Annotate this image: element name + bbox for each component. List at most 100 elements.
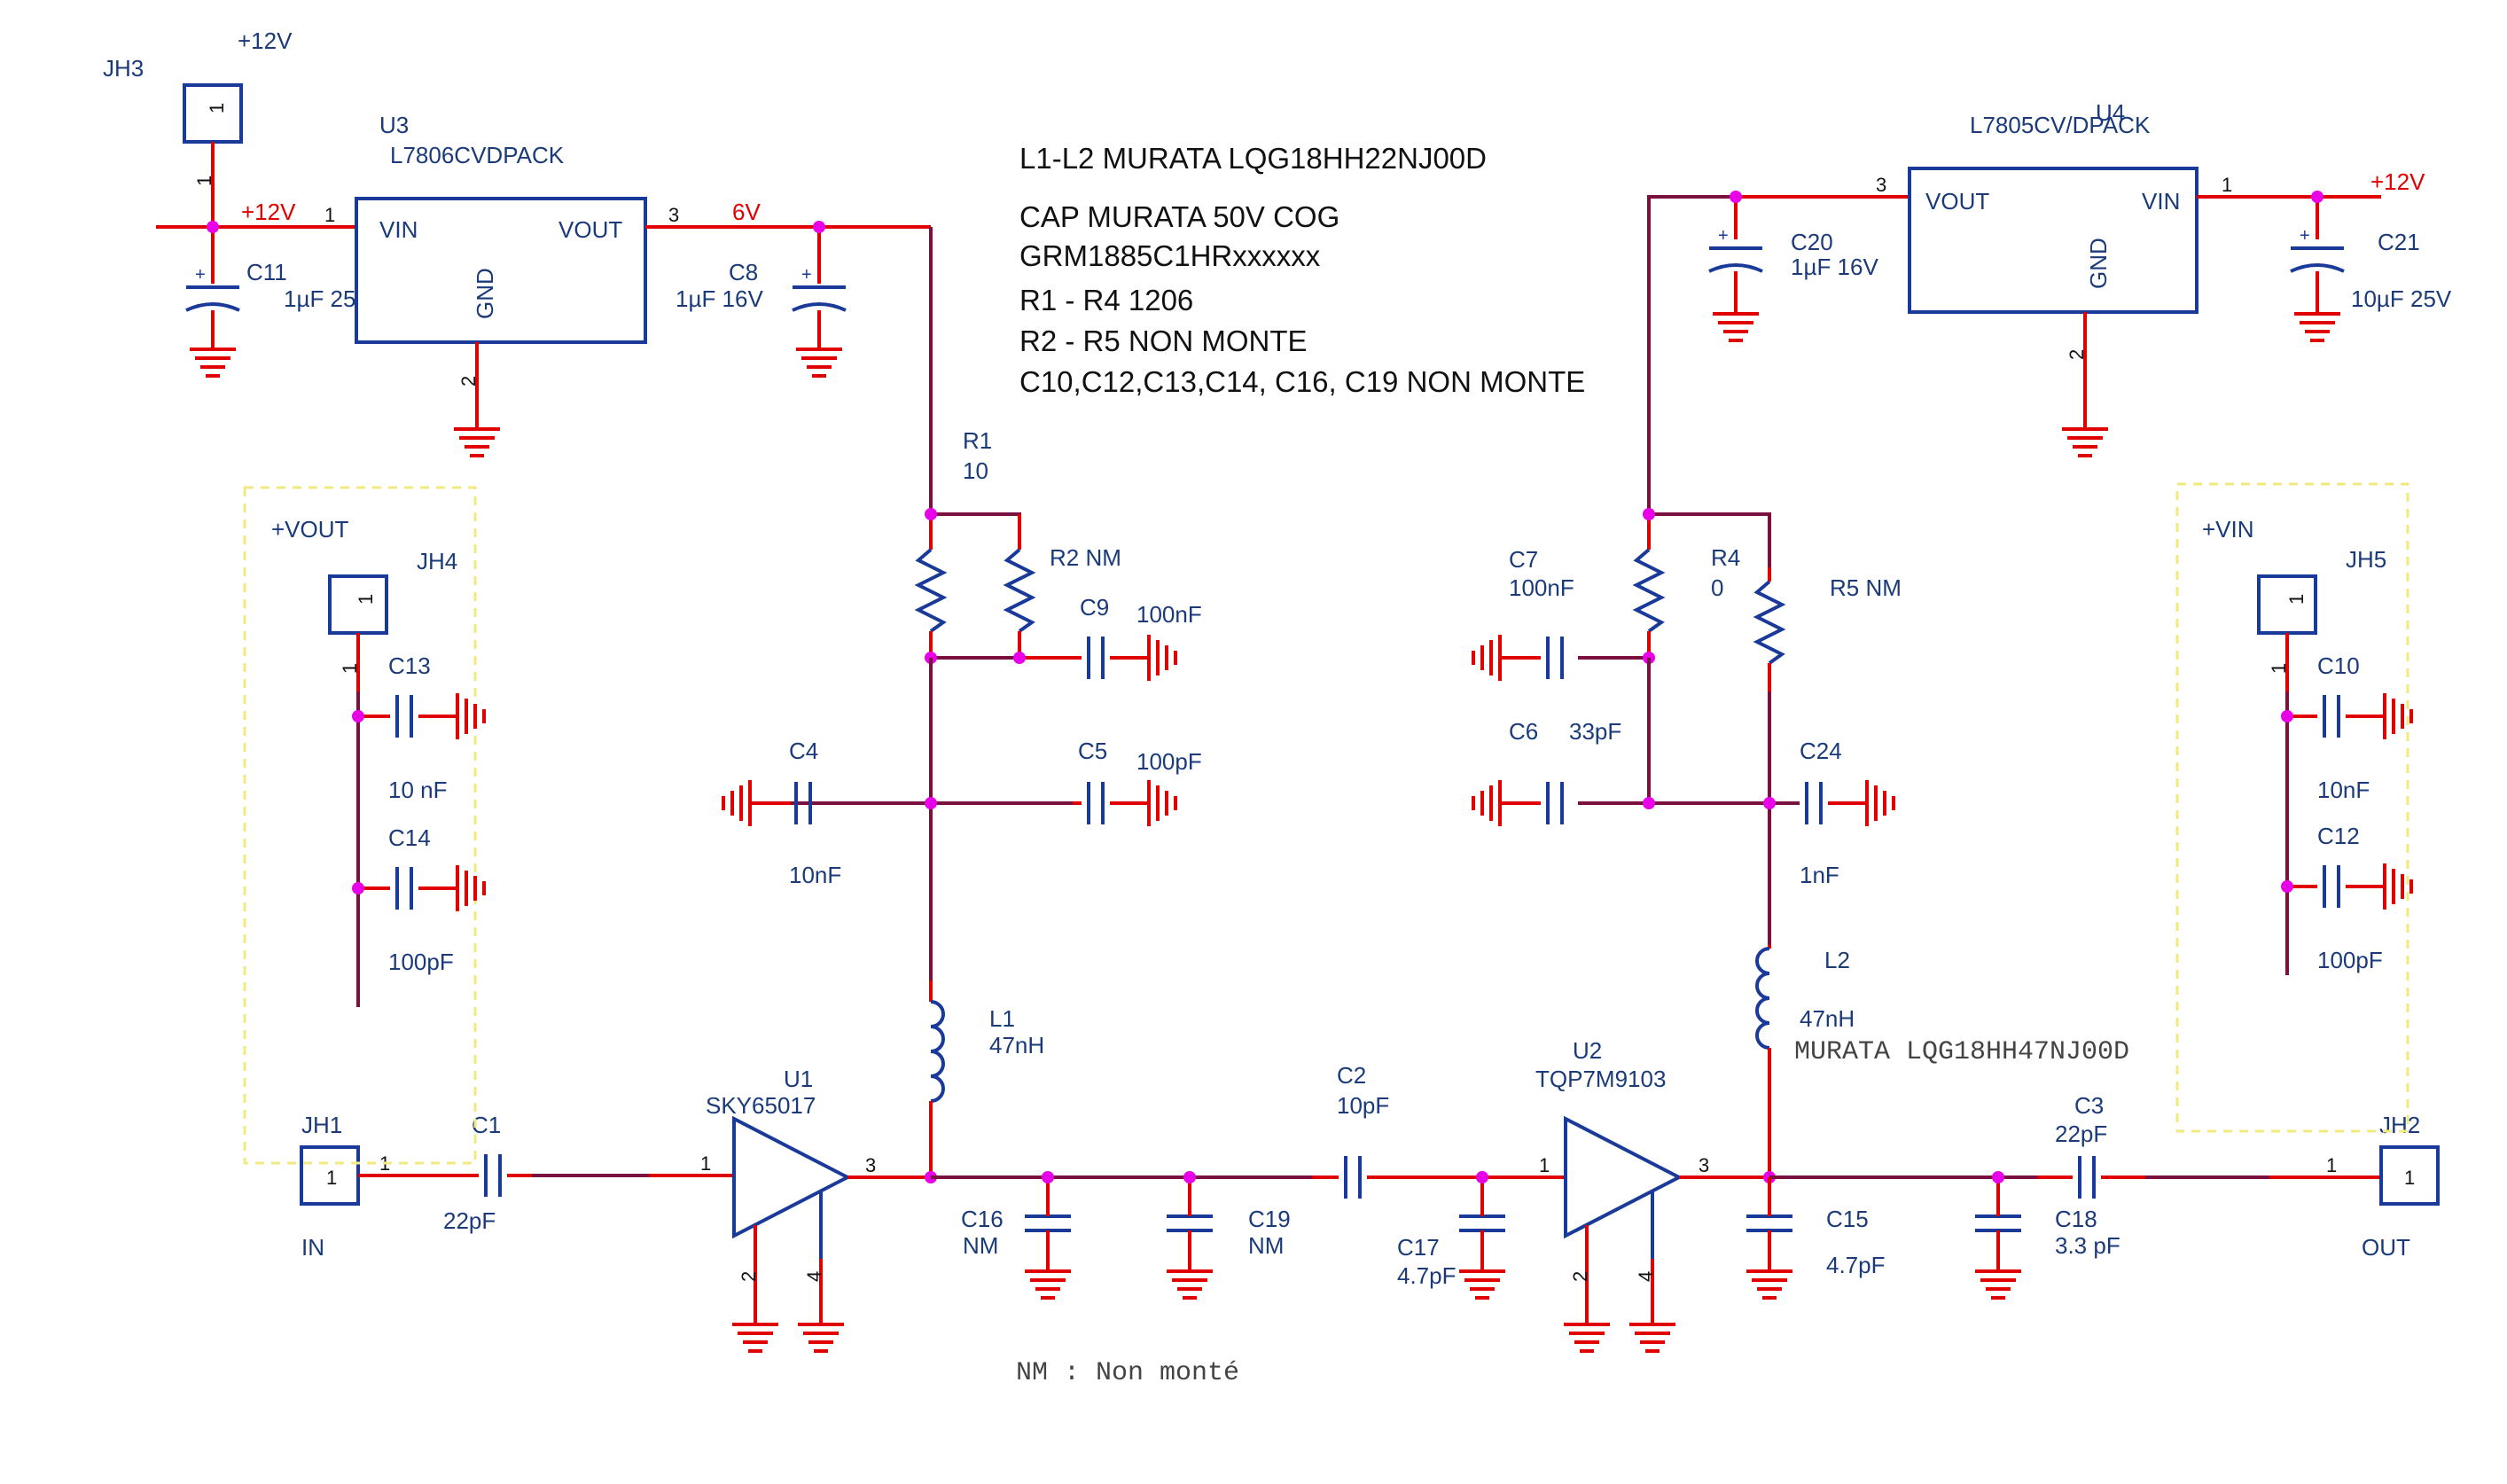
svg-text:L2: L2 — [1824, 947, 1850, 973]
svg-text:3: 3 — [668, 204, 679, 226]
svg-text:C13: C13 — [388, 652, 431, 679]
jh4-ref: JH4 — [417, 548, 457, 574]
c10-capacitor[interactable] — [2323, 693, 2340, 739]
note-resistors: R1 - R4 1206 — [1019, 284, 1193, 316]
c16-capacitor[interactable] — [1023, 1215, 1073, 1232]
svg-text:1: 1 — [1539, 1154, 1550, 1176]
svg-text:NM: NM — [1248, 1232, 1284, 1259]
jh3-ref: JH3 — [103, 55, 144, 82]
jh4-net: +VOUT — [271, 516, 349, 543]
svg-text:VOUT: VOUT — [558, 216, 622, 243]
svg-text:4: 4 — [1635, 1271, 1657, 1282]
svg-text:1: 1 — [339, 663, 361, 674]
r4-resistor[interactable] — [1632, 514, 1666, 658]
svg-text:2: 2 — [1569, 1271, 1591, 1282]
u1-part: SKY65017 — [706, 1092, 816, 1119]
svg-text:1: 1 — [355, 594, 377, 605]
svg-text:L1: L1 — [989, 1005, 1015, 1032]
jh3-connector[interactable]: 1 — [183, 83, 243, 144]
svg-text:100pF: 100pF — [388, 949, 454, 975]
c9-capacitor[interactable] — [1087, 635, 1105, 681]
c18-capacitor[interactable] — [1973, 1215, 2023, 1232]
vout-test-area — [243, 486, 477, 1165]
svg-text:C7: C7 — [1509, 546, 1538, 573]
svg-text:1: 1 — [326, 1167, 337, 1189]
r1-resistor[interactable] — [914, 514, 948, 658]
u2-amplifier[interactable] — [1564, 1115, 1683, 1239]
c24-capacitor[interactable] — [1805, 780, 1823, 826]
svg-text:1: 1 — [2326, 1154, 2337, 1176]
jh3-pin: 1 — [206, 103, 228, 113]
note-inductors: L1-L2 MURATA LQG18HH22NJ00D — [1019, 142, 1487, 175]
jh5-ref: JH5 — [2346, 546, 2386, 573]
svg-text:C15: C15 — [1826, 1206, 1869, 1232]
svg-text:2: 2 — [457, 376, 480, 387]
u3-regulator[interactable] — [355, 197, 647, 344]
r5-resistor[interactable] — [1753, 567, 1786, 691]
svg-text:3: 3 — [1699, 1154, 1709, 1176]
c8-value: 1µF 16V — [676, 285, 763, 312]
u1-amplifier[interactable] — [732, 1115, 852, 1239]
svg-text:C3: C3 — [2074, 1092, 2104, 1119]
svg-text:R1: R1 — [963, 427, 992, 454]
svg-text:22pF: 22pF — [443, 1207, 496, 1234]
l2-inductor[interactable] — [1755, 945, 1771, 1175]
svg-text:4.7pF: 4.7pF — [1826, 1252, 1886, 1278]
svg-text:R5 NM: R5 NM — [1830, 574, 1902, 601]
u4-ref: U4 — [2096, 99, 2125, 126]
jh2-ref: JH2 — [2379, 1112, 2420, 1138]
u4-net-in: +12V — [2370, 168, 2425, 195]
svg-text:100pF: 100pF — [2317, 947, 2383, 973]
svg-text:R4: R4 — [1711, 544, 1740, 571]
svg-text:C10: C10 — [2317, 652, 2360, 679]
svg-text:10pF: 10pF — [1337, 1092, 1389, 1119]
u3-part: L7806CVDPACK — [390, 142, 565, 168]
c5-capacitor[interactable] — [1087, 780, 1105, 826]
r2-resistor[interactable] — [1003, 514, 1036, 658]
c21-value: 10µF 25V — [2351, 285, 2452, 312]
svg-text:10 nF: 10 nF — [388, 777, 448, 803]
jh2-label: OUT — [2362, 1234, 2410, 1261]
svg-text:3: 3 — [1876, 174, 1886, 196]
svg-text:C2: C2 — [1337, 1062, 1366, 1089]
c20-ref: C20 — [1791, 229, 1833, 255]
c1-capacitor[interactable] — [484, 1152, 502, 1199]
c13-capacitor[interactable] — [395, 693, 413, 739]
svg-text:1nF: 1nF — [1800, 862, 1839, 888]
jh2-connector[interactable] — [2379, 1145, 2440, 1206]
u1-ref: U1 — [784, 1066, 813, 1092]
u4-regulator[interactable] — [1908, 167, 2199, 314]
svg-text:C24: C24 — [1800, 738, 1842, 764]
svg-text:1: 1 — [193, 176, 215, 186]
svg-text:C1: C1 — [472, 1112, 501, 1138]
c15-capacitor[interactable] — [1745, 1215, 1794, 1232]
c3-capacitor[interactable] — [2078, 1154, 2096, 1200]
svg-text:C12: C12 — [2317, 823, 2360, 849]
note-nm-caps: C10,C12,C13,C14, C16, C19 NON MONTE — [1019, 365, 1585, 398]
c2-capacitor[interactable] — [1344, 1154, 1362, 1200]
svg-text:C18: C18 — [2055, 1206, 2097, 1232]
svg-text:100nF: 100nF — [1509, 574, 1574, 601]
c14-capacitor[interactable] — [395, 865, 413, 911]
u3-net-out: 6V — [732, 199, 761, 225]
c7-capacitor[interactable] — [1546, 635, 1564, 681]
c19-capacitor[interactable] — [1165, 1215, 1214, 1232]
svg-text:C19: C19 — [1248, 1206, 1291, 1232]
svg-text:100pF: 100pF — [1136, 748, 1202, 775]
svg-text:C5: C5 — [1078, 738, 1107, 764]
l2-part: MURATA LQG18HH47NJ00D — [1794, 1037, 2129, 1067]
svg-text:22pF: 22pF — [2055, 1121, 2107, 1147]
jh1-connector[interactable] — [300, 1145, 360, 1206]
c6-capacitor[interactable] — [1546, 780, 1564, 826]
u2-ref: U2 — [1573, 1037, 1602, 1064]
c12-capacitor[interactable] — [2323, 863, 2340, 910]
svg-text:1: 1 — [2285, 594, 2308, 605]
jh1-label: IN — [301, 1234, 324, 1261]
l1-inductor[interactable] — [929, 980, 945, 1175]
svg-text:C17: C17 — [1397, 1234, 1440, 1261]
svg-text:33pF: 33pF — [1569, 718, 1621, 745]
svg-text:10nF: 10nF — [789, 862, 841, 888]
c17-capacitor[interactable] — [1457, 1215, 1507, 1232]
note-caps-pn: GRM1885C1HRxxxxxx — [1019, 239, 1321, 272]
